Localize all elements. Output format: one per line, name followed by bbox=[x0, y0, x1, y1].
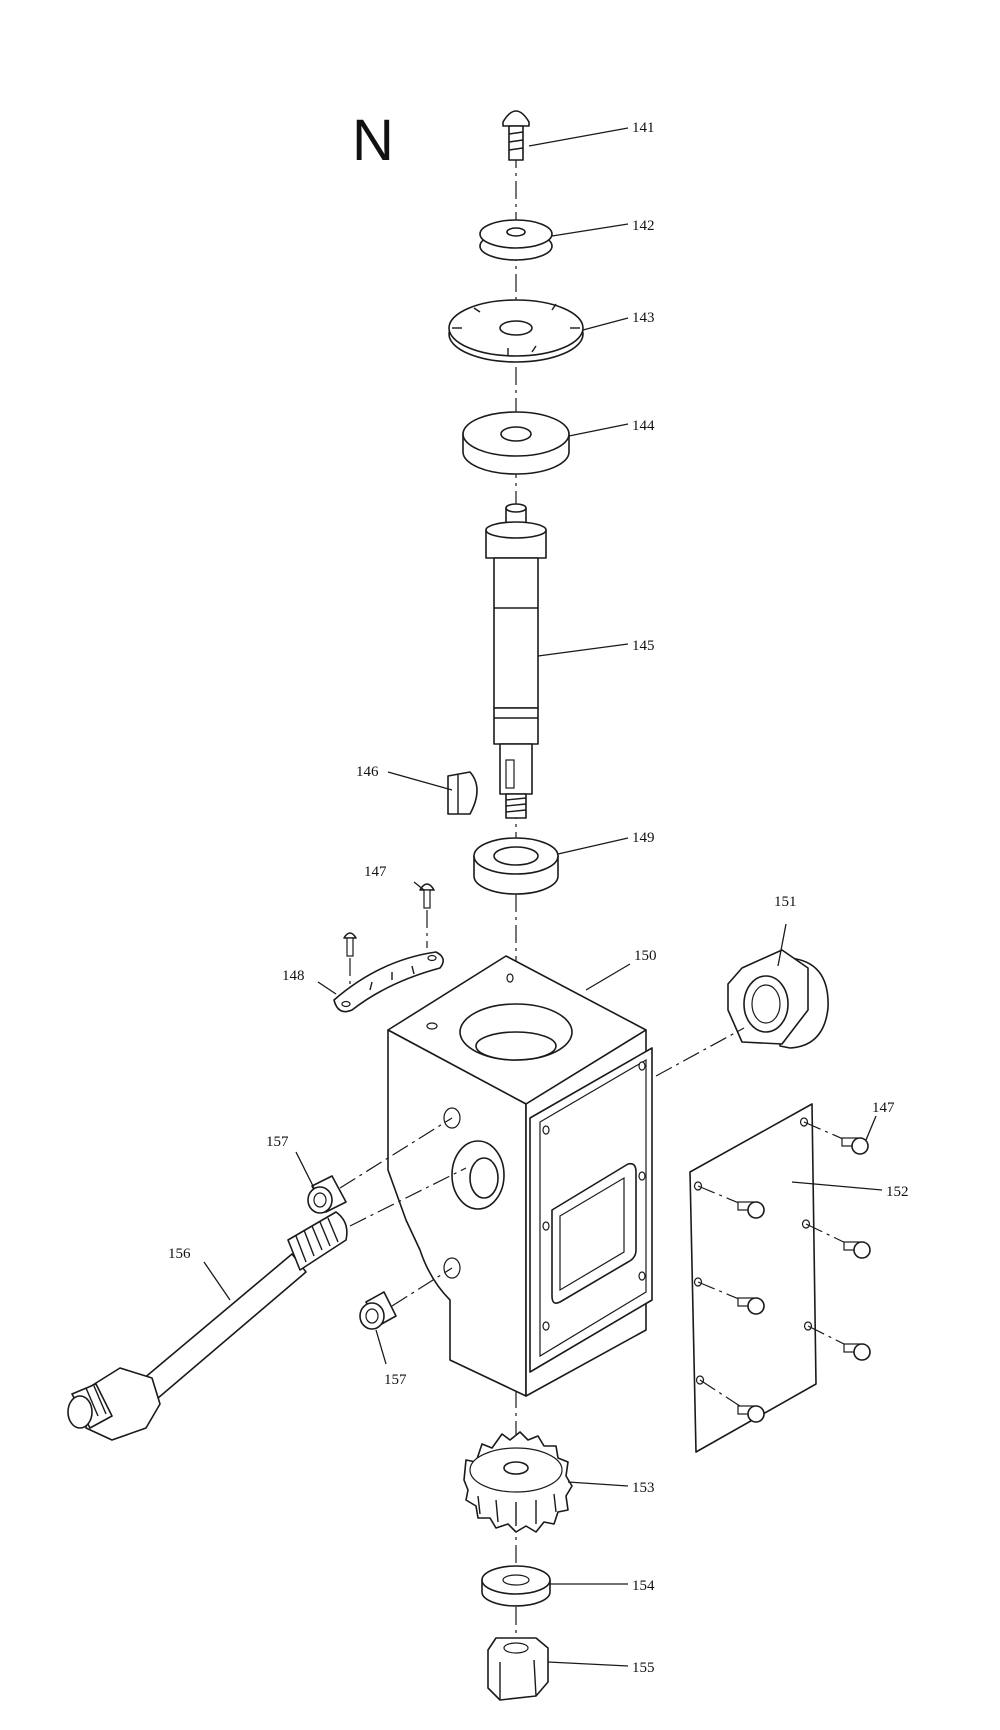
part-153-gear bbox=[463, 1431, 573, 1533]
callout-145: 145 bbox=[632, 638, 655, 654]
callout-141: 141 bbox=[632, 120, 655, 136]
part-146-key bbox=[447, 771, 478, 815]
part-141-screw bbox=[502, 110, 530, 161]
part-150-housing bbox=[387, 955, 653, 1397]
callout-157-lower: 157 bbox=[384, 1372, 407, 1388]
callout-147-upper: 147 bbox=[364, 864, 387, 880]
callout-146: 146 bbox=[356, 764, 379, 780]
part-149-washer bbox=[473, 837, 559, 895]
leadscrew-axis-line bbox=[349, 1167, 467, 1227]
part-155-hex-nut bbox=[487, 1637, 549, 1701]
callout-151: 151 bbox=[774, 894, 797, 910]
part-143-dial bbox=[448, 299, 584, 363]
callout-144: 144 bbox=[632, 418, 655, 434]
part-144-collar bbox=[462, 411, 570, 475]
callout-148: 148 bbox=[282, 968, 305, 984]
callout-156: 156 bbox=[168, 1246, 191, 1262]
section-letter: N bbox=[352, 108, 394, 173]
part-151-nut bbox=[727, 949, 829, 1049]
callout-157-upper: 157 bbox=[266, 1134, 289, 1150]
callout-152: 152 bbox=[886, 1184, 909, 1200]
part-157-bushing-lower bbox=[359, 1291, 397, 1330]
nut-axis-line bbox=[655, 1027, 745, 1077]
callout-147-lower: 147 bbox=[872, 1100, 895, 1116]
part-145-shaft bbox=[485, 503, 547, 819]
callout-142: 142 bbox=[632, 218, 655, 234]
part-147-screw-lower bbox=[343, 932, 357, 1000]
callout-150: 150 bbox=[634, 948, 657, 964]
part-147-plate-screws bbox=[697, 1121, 871, 1423]
callout-155: 155 bbox=[632, 1660, 655, 1676]
leader-lines bbox=[203, 127, 883, 1667]
part-148-pointer-plate bbox=[333, 951, 444, 1013]
callout-154: 154 bbox=[632, 1578, 655, 1594]
callout-153: 153 bbox=[632, 1480, 655, 1496]
callout-143: 143 bbox=[632, 310, 655, 326]
part-156-leadscrew bbox=[67, 1211, 348, 1441]
callout-149: 149 bbox=[632, 830, 655, 846]
part-152-cover-plate bbox=[689, 1103, 817, 1453]
bushing-axis-lower bbox=[391, 1267, 453, 1307]
part-142-washer bbox=[479, 219, 553, 261]
bushing-axis-upper bbox=[339, 1117, 453, 1189]
part-157-bushing-upper bbox=[307, 1175, 347, 1214]
part-147-screw-upper bbox=[419, 883, 435, 948]
part-154-washer bbox=[481, 1565, 551, 1607]
